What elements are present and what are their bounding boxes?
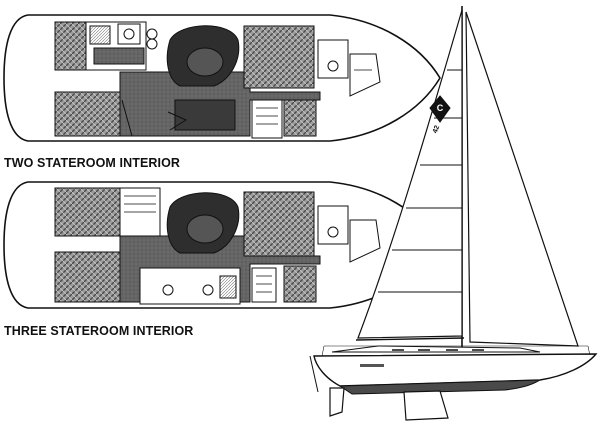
caption-three-stateroom: THREE STATEROOM INTERIOR bbox=[4, 324, 194, 338]
two-stateroom-plan bbox=[3, 14, 441, 142]
aft-cabin-starboard bbox=[54, 91, 121, 137]
rudder bbox=[329, 387, 345, 417]
deckhouse bbox=[331, 345, 541, 353]
forepeak-head bbox=[317, 39, 349, 79]
aft-cabin-port bbox=[54, 187, 121, 237]
vberth-locker bbox=[283, 99, 317, 137]
saloon-table bbox=[186, 214, 224, 244]
aft-cabin-port bbox=[54, 21, 87, 71]
hull bbox=[313, 353, 598, 387]
boot-stripe bbox=[338, 379, 542, 395]
forward-cabin bbox=[243, 191, 315, 257]
boom bbox=[355, 337, 465, 341]
forward-cabin bbox=[243, 25, 315, 89]
saloon-table bbox=[186, 47, 224, 77]
mainsail bbox=[357, 9, 463, 339]
aft-cabin-starboard bbox=[54, 251, 121, 303]
sail-insignia bbox=[429, 95, 451, 123]
keel bbox=[403, 390, 449, 421]
vberth-locker bbox=[283, 265, 317, 303]
forward-head bbox=[251, 99, 283, 139]
sailboat-profile: C 42 bbox=[309, 6, 598, 421]
jib bbox=[465, 11, 579, 347]
caption-two-stateroom: TWO STATEROOM INTERIOR bbox=[4, 156, 181, 170]
three-stateroom-plan bbox=[3, 181, 441, 309]
forepeak-head bbox=[317, 205, 349, 245]
sail-insignia-letter: C bbox=[437, 103, 444, 113]
settee-opposite bbox=[174, 99, 236, 131]
sail-number: 42 bbox=[432, 125, 441, 135]
